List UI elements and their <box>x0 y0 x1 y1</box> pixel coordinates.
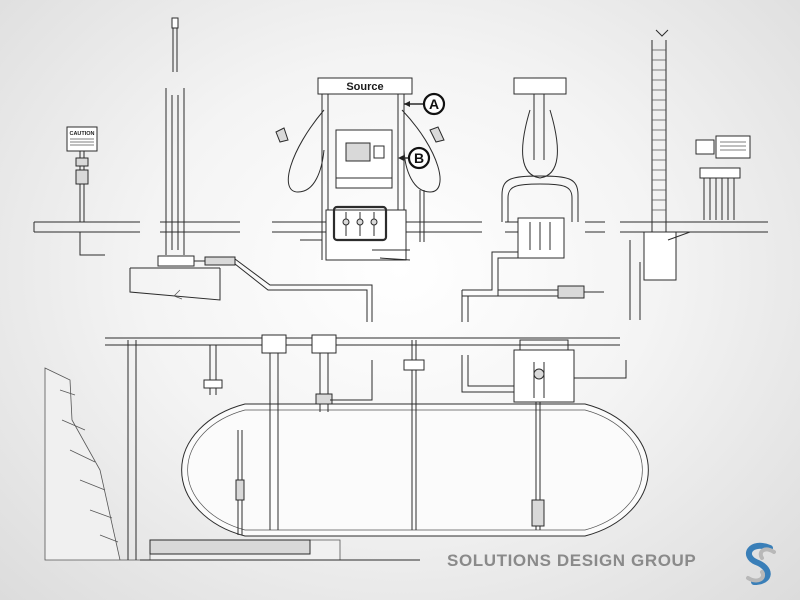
dispenser-brand-label: Source <box>346 81 383 93</box>
lower-grade <box>44 337 620 561</box>
caution-sign-post: CAUTION <box>66 126 98 222</box>
callout-a: A <box>404 92 446 116</box>
fuel-dispenser: Source <box>275 77 445 261</box>
brand-logo <box>746 542 776 585</box>
caution-label: CAUTION <box>69 131 94 137</box>
underground-tank <box>181 403 649 537</box>
tank-risers <box>203 334 627 535</box>
callout-b: B <box>398 146 431 170</box>
company-name: SOLUTIONS DESIGN GROUP <box>447 551 697 570</box>
canopy-piping-unit <box>461 77 604 322</box>
callout-b-letter: B <box>414 150 424 166</box>
vent-riser <box>129 17 373 322</box>
control-panel-post <box>629 29 751 320</box>
callout-a-letter: A <box>429 96 439 112</box>
